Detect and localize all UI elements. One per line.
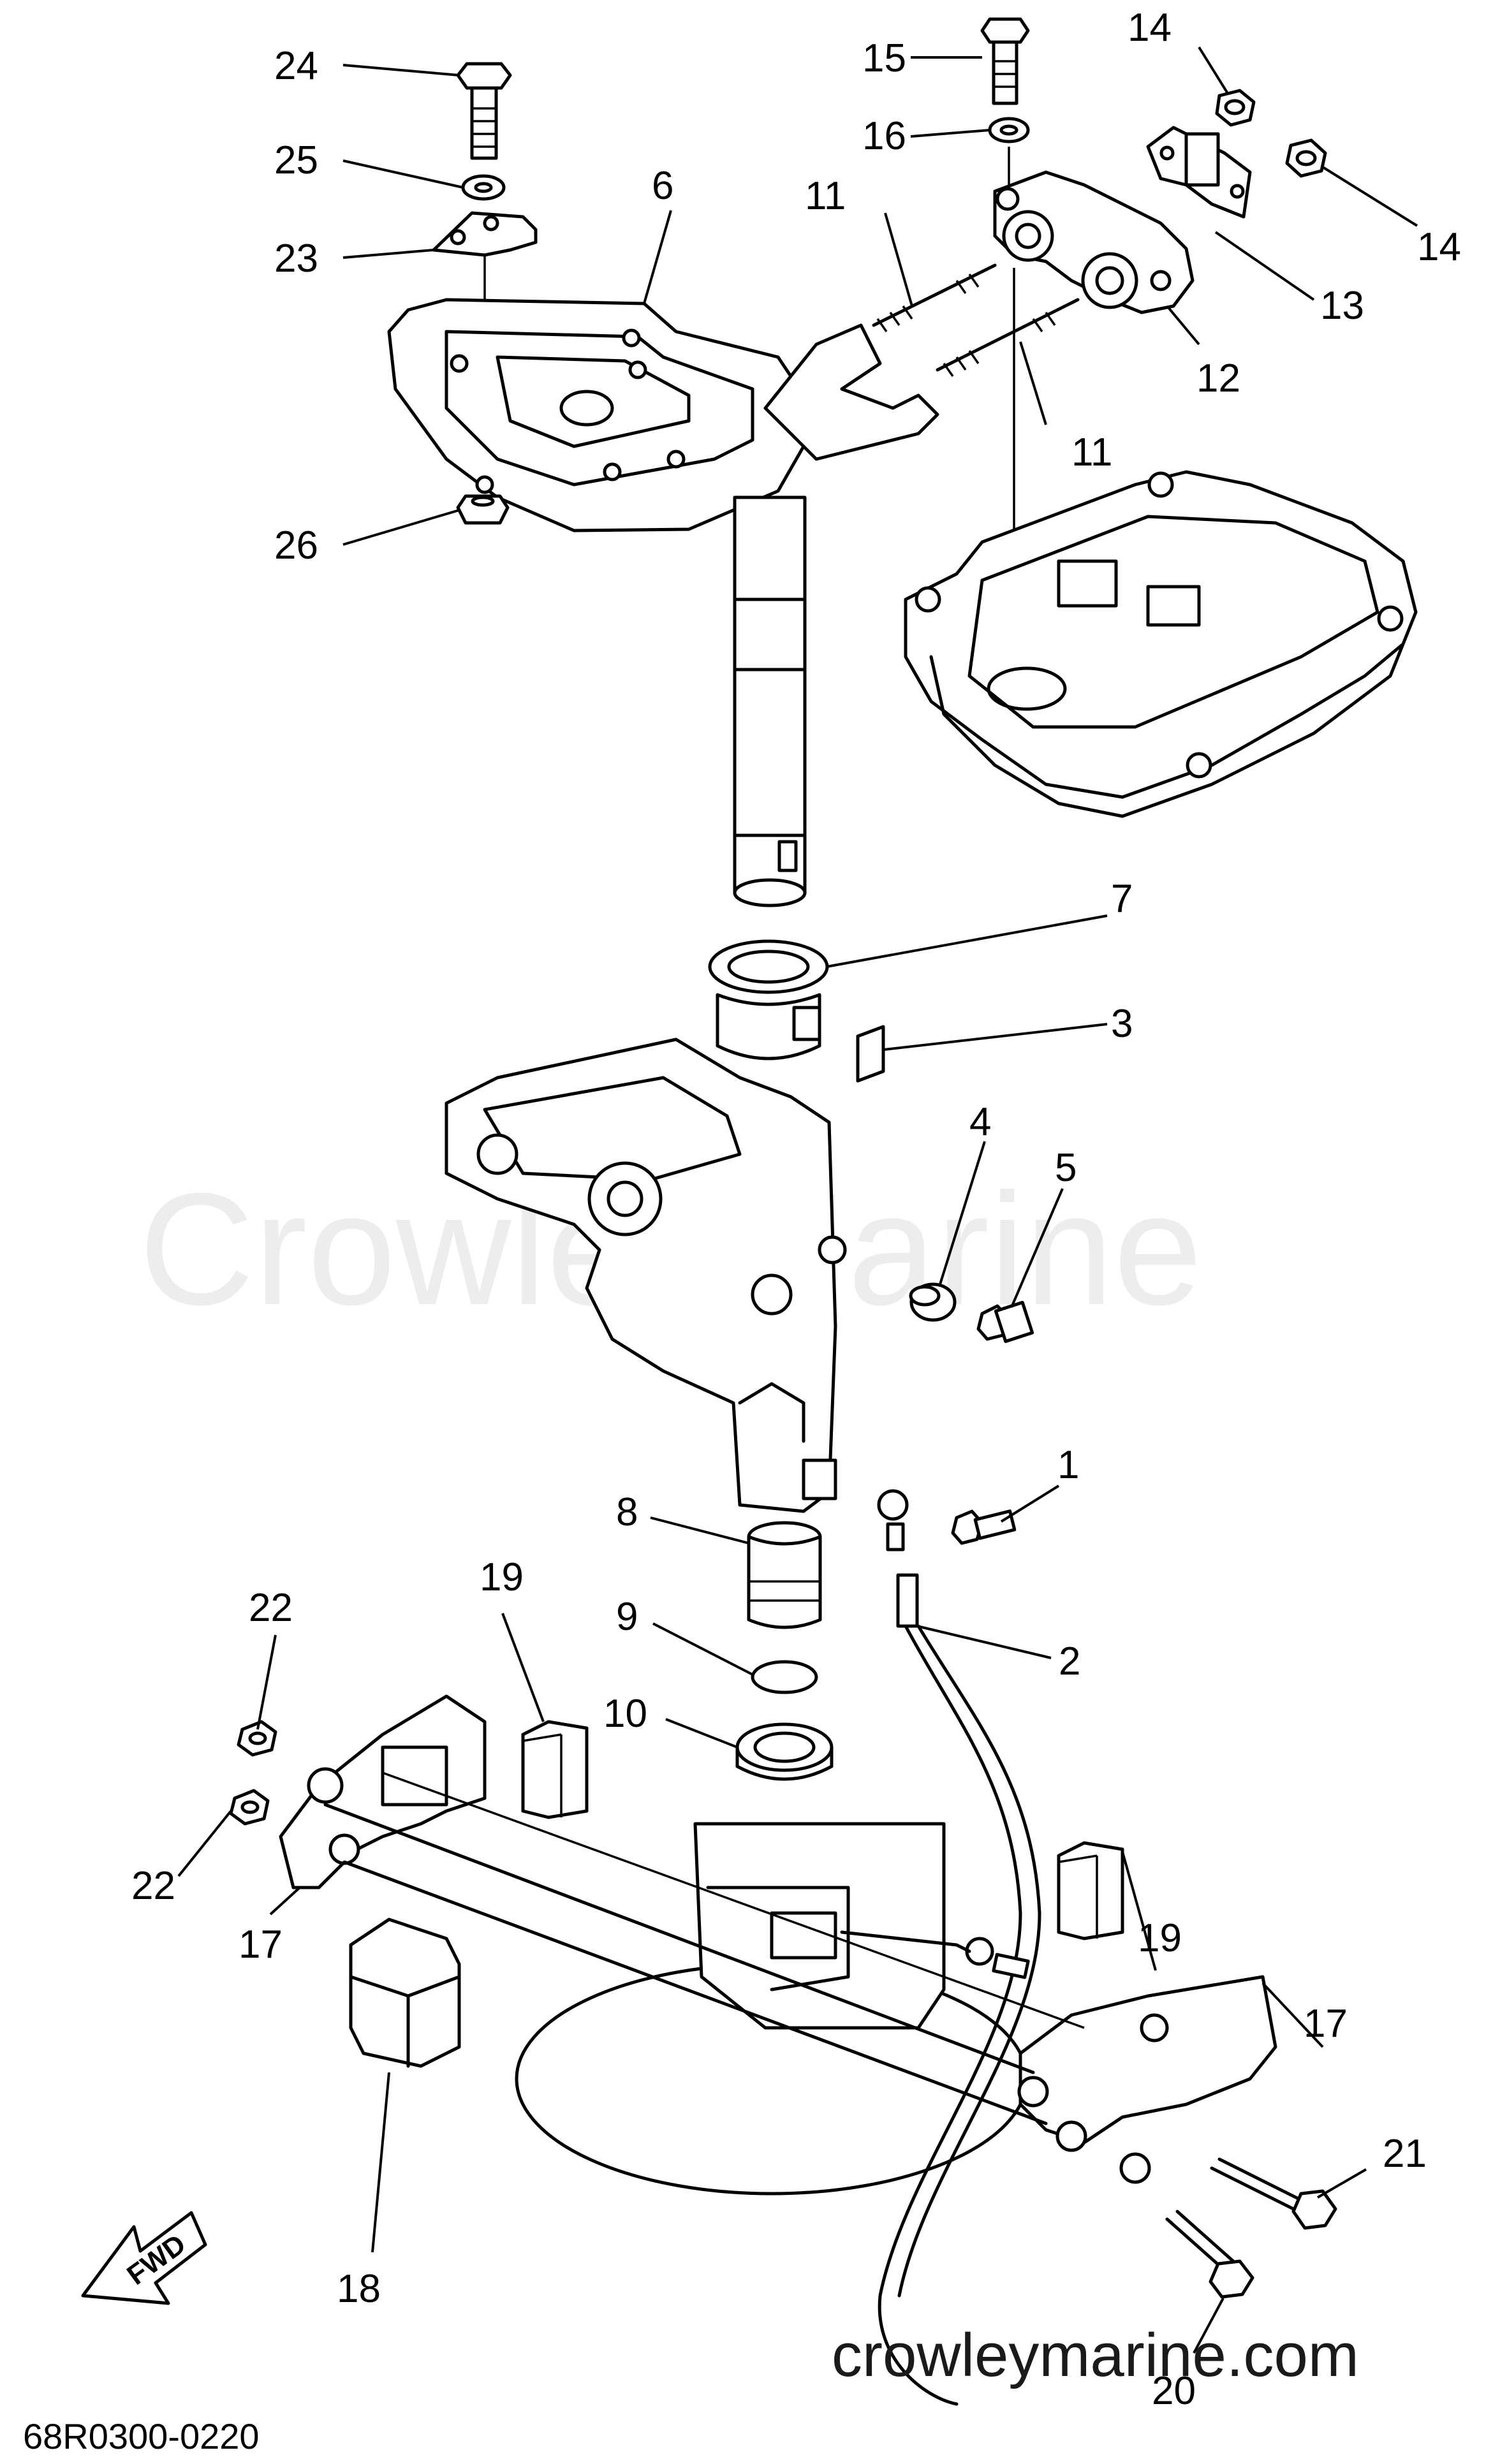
ground-terminal-small bbox=[840, 1930, 1151, 2184]
part-4-bushing[interactable] bbox=[909, 1282, 957, 1322]
callout-17-left: 17 bbox=[239, 1923, 283, 1967]
part-16-washer[interactable] bbox=[988, 117, 1030, 143]
mount-cross-tubes bbox=[323, 1771, 1085, 2125]
callout-labels: 24 25 23 26 6 11 11 15 16 14 14 13 12 7 … bbox=[131, 6, 1461, 2413]
part-13-plate[interactable] bbox=[1146, 126, 1252, 219]
part-6-steering-bracket[interactable] bbox=[387, 298, 939, 907]
callout-19-lower: 19 bbox=[1138, 1916, 1182, 1960]
part-22-nut-lower[interactable] bbox=[229, 1789, 270, 1826]
part-11-stud-upper[interactable] bbox=[872, 263, 997, 333]
part-18-damper-block[interactable] bbox=[349, 1918, 461, 2068]
fwd-arrow-icon: FWD bbox=[81, 2211, 207, 2305]
callout-20: 20 bbox=[1152, 2369, 1196, 2413]
part-14-nut-right[interactable] bbox=[1285, 138, 1327, 178]
part-17-mount-bracket-upper[interactable] bbox=[279, 1694, 487, 1889]
part-7-bushing[interactable] bbox=[708, 939, 829, 1060]
lower-clamp-housing bbox=[515, 1822, 1029, 2196]
callout-7: 7 bbox=[1111, 877, 1133, 921]
callout-18: 18 bbox=[337, 2267, 381, 2311]
part-21-bolt[interactable] bbox=[1210, 2157, 1337, 2230]
callout-10: 10 bbox=[603, 1692, 647, 1736]
callout-22-lower: 22 bbox=[131, 1864, 175, 1908]
callout-22-upper: 22 bbox=[249, 1586, 293, 1630]
callout-14-right: 14 bbox=[1417, 225, 1461, 269]
part-25-washer[interactable] bbox=[461, 174, 506, 201]
callout-16: 16 bbox=[862, 114, 906, 158]
callout-26: 26 bbox=[274, 524, 318, 568]
callout-1: 1 bbox=[1057, 1443, 1079, 1487]
callout-15: 15 bbox=[862, 36, 906, 80]
part-24-bolt[interactable] bbox=[456, 62, 512, 160]
callout-11-lower: 11 bbox=[1071, 430, 1112, 474]
callout-24: 24 bbox=[274, 44, 318, 88]
part-11-stud-lower[interactable] bbox=[936, 298, 1080, 378]
callout-3: 3 bbox=[1111, 1002, 1133, 1046]
callout-17-right: 17 bbox=[1304, 2002, 1348, 2046]
callout-12: 12 bbox=[1196, 356, 1240, 400]
callout-2: 2 bbox=[1059, 1639, 1080, 1683]
leader-lines bbox=[177, 46, 1418, 2354]
part-9-o-ring[interactable] bbox=[751, 1660, 818, 1694]
part-19-rubber-pad-upper[interactable] bbox=[521, 1720, 589, 1819]
part-15-bolt[interactable] bbox=[980, 17, 1030, 105]
callout-8: 8 bbox=[616, 1490, 638, 1534]
part-23-bracket[interactable] bbox=[432, 211, 538, 257]
watermark-url: crowleymarine.com bbox=[832, 2321, 1359, 2389]
part-19-rubber-pad-lower[interactable] bbox=[1057, 1841, 1124, 1940]
callout-13: 13 bbox=[1320, 284, 1364, 328]
part-1-bolt[interactable] bbox=[951, 1509, 1017, 1545]
part-8-bushing[interactable] bbox=[747, 1521, 822, 1629]
part-17-mount-bracket-lower[interactable] bbox=[1017, 1975, 1277, 2152]
callout-19-upper: 19 bbox=[480, 1555, 524, 1599]
part-12-engine-mount[interactable] bbox=[993, 170, 1195, 314]
swivel-bracket bbox=[445, 1038, 847, 1513]
part-10-seal[interactable] bbox=[735, 1722, 834, 1781]
diagram-code: 68R0300-0220 bbox=[23, 2416, 260, 2456]
callout-4: 4 bbox=[969, 1100, 991, 1144]
part-14-nut-upper[interactable] bbox=[1215, 89, 1256, 127]
callout-9: 9 bbox=[616, 1595, 638, 1639]
callout-21: 21 bbox=[1383, 2132, 1427, 2176]
part-22-nut-upper[interactable] bbox=[237, 1720, 277, 1757]
part-20-bolt[interactable] bbox=[1165, 2210, 1254, 2299]
part-3-pad[interactable] bbox=[856, 1025, 885, 1083]
callout-14-upper: 14 bbox=[1128, 6, 1172, 50]
part-26-nut[interactable] bbox=[456, 494, 510, 525]
engine-base-housing bbox=[904, 470, 1418, 818]
callout-25: 25 bbox=[274, 138, 318, 182]
callout-6: 6 bbox=[652, 164, 673, 208]
part-5-bolt[interactable] bbox=[976, 1300, 1034, 1344]
callout-11-upper: 11 bbox=[805, 174, 846, 218]
callout-5: 5 bbox=[1055, 1146, 1077, 1190]
callout-23: 23 bbox=[274, 237, 318, 281]
